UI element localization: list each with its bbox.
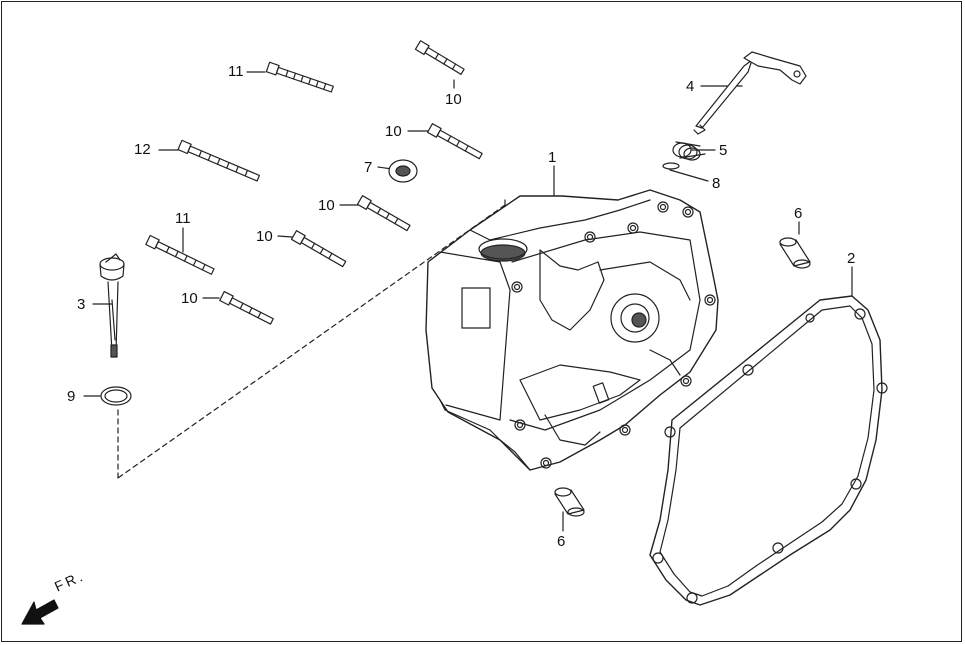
callout-8: 8 (712, 175, 721, 192)
callout-10-second: 10 (385, 123, 402, 140)
callout-7: 7 (364, 159, 373, 176)
dowel-pin-lower (554, 487, 585, 517)
oil-seal (388, 159, 418, 183)
dowel-pin-upper (779, 237, 811, 269)
callout-10-lower: 10 (256, 228, 273, 245)
callout-3: 3 (77, 296, 86, 313)
clutch-lever-shaft (693, 51, 807, 135)
callout-1: 1 (548, 149, 557, 166)
callout-5: 5 (719, 142, 728, 159)
callout-12: 12 (134, 141, 151, 158)
front-direction-arrow (21, 599, 59, 625)
cover-gasket (649, 295, 888, 606)
o-ring (100, 386, 132, 406)
oil-dipstick (99, 253, 125, 358)
bolts (145, 40, 483, 325)
callout-6-lower: 6 (557, 533, 566, 550)
callout-11-lower: 11 (175, 210, 191, 227)
washer (662, 162, 680, 170)
callout-10-middle: 10 (318, 197, 335, 214)
callout-2: 2 (847, 250, 856, 267)
callout-10-top: 10 (445, 91, 462, 108)
callout-11-top: 11 (228, 63, 244, 80)
crankcase-cover (425, 189, 719, 471)
return-spring (672, 141, 706, 161)
callout-9: 9 (67, 388, 76, 405)
o-ring-inner (104, 389, 128, 403)
callout-4: 4 (686, 78, 695, 95)
callout-10-bottom: 10 (181, 290, 198, 307)
callout-6-upper: 6 (794, 205, 803, 222)
